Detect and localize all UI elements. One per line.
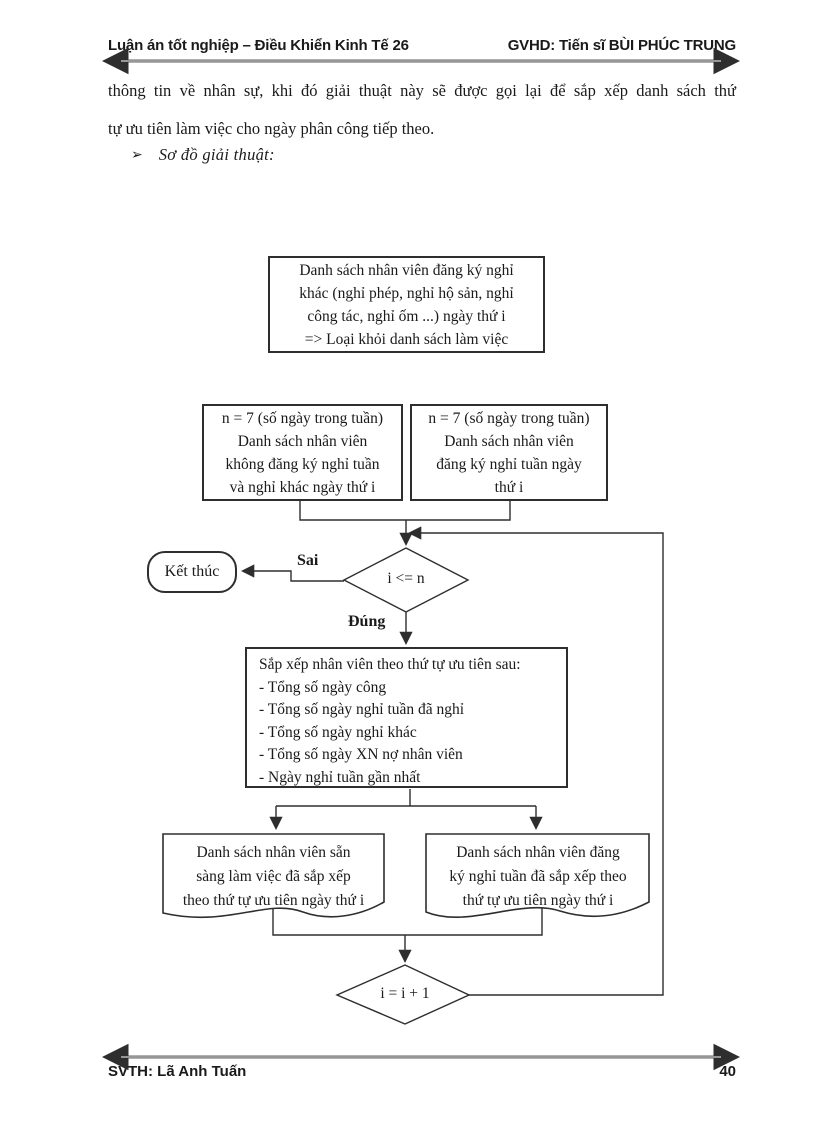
box-line: => Loại khỏi danh sách làm việc: [304, 331, 509, 348]
decision1-diamond: [342, 547, 470, 613]
box-line: không đăng ký nghỉ tuần: [225, 456, 380, 473]
process-item: - Tổng số ngày công: [259, 678, 387, 696]
flow-box-sort-priority: Sắp xếp nhân viên theo thứ tự ưu tiên sa…: [245, 647, 568, 788]
doc-line: Danh sách nhân viên đăng: [456, 844, 620, 861]
doc-line: thứ tự ưu tiên ngày thứ i: [462, 892, 614, 909]
section-bullet-label: Sơ đồ giải thuật:: [158, 145, 275, 164]
decision1-condition: i <= n: [387, 570, 425, 587]
process-item: - Ngày nghỉ tuần gần nhất: [259, 768, 421, 786]
flow-box-other-leave: Danh sách nhân viên đăng ký nghỉ khác (n…: [268, 256, 545, 353]
doc-right-shape: [425, 833, 650, 919]
flow-terminal-end: Kết thúc: [147, 551, 237, 593]
branch-label-true: Đúng: [348, 613, 386, 630]
process-item: - Tổng số ngày nghỉ khác: [259, 723, 417, 741]
box-line: và nghỉ khác ngày thứ i: [229, 479, 376, 496]
section-bullet: ➢ Sơ đồ giải thuật:: [131, 145, 275, 165]
flow-box-weekly-leave-list: n = 7 (số ngày trong tuần) Danh sách nhâ…: [410, 404, 608, 501]
box-line: Danh sách nhân viên đăng ký nghỉ: [299, 262, 514, 279]
box-line: n = 7 (số ngày trong tuần): [221, 410, 384, 427]
process-title: Sắp xếp nhân viên theo thứ tự ưu tiên sa…: [259, 656, 521, 673]
decision2-diamond: [335, 964, 471, 1025]
process-item: - Tổng số ngày XN nợ nhân viên: [259, 746, 463, 763]
terminal-label: Kết thúc: [164, 563, 220, 580]
doc-line: theo thứ tự ưu tiên ngày thứ i: [182, 892, 365, 909]
decision2-expression: i = i + 1: [380, 985, 430, 1002]
arrow-bullet-icon: ➢: [131, 148, 143, 163]
branch-label-false: Sai: [297, 552, 319, 569]
doc-line: sàng làm việc đã sắp xếp: [196, 868, 351, 885]
box-line: Danh sách nhân viên: [444, 433, 574, 450]
arrow-sai-to-end: [241, 564, 344, 582]
box-line: đăng ký nghỉ tuần ngày: [436, 456, 582, 473]
connector-loop-back: [408, 526, 664, 996]
flow-doc-ready-list: Danh sách nhân viên sẵn sàng làm việc đã…: [166, 841, 381, 913]
box-line: khác (nghỉ phép, nghỉ hộ sản, nghỉ: [299, 285, 514, 302]
doc-line: ký nghỉ tuần đã sắp xếp theo: [449, 868, 627, 885]
box-line: thứ i: [494, 479, 524, 496]
body-paragraph: thông tin về nhân sự, khi đó giải thuật …: [108, 72, 736, 148]
flow-box-working-list: n = 7 (số ngày trong tuần) Danh sách nhâ…: [202, 404, 403, 501]
box-line: n = 7 (số ngày trong tuần): [428, 410, 590, 427]
connector-docs-merge: [272, 905, 543, 936]
process-item: - Tổng số ngày nghỉ tuần đã nghỉ: [259, 701, 465, 718]
connector-midboxes-merge: [299, 497, 511, 521]
paragraph-line: tự ưu tiên làm việc cho ngày phân công t…: [108, 119, 435, 138]
flow-doc-weekly-leave-sorted: Danh sách nhân viên đăng ký nghỉ tuần đã…: [428, 841, 648, 913]
doc-left-shape: [162, 833, 385, 919]
box-line: Danh sách nhân viên: [237, 433, 368, 450]
box-line: công tác, nghỉ ốm ...) ngày thứ i: [307, 308, 506, 325]
doc-line: Danh sách nhân viên sẵn: [196, 844, 351, 861]
paragraph-line: thông tin về nhân sự, khi đó giải thuật …: [108, 81, 736, 100]
